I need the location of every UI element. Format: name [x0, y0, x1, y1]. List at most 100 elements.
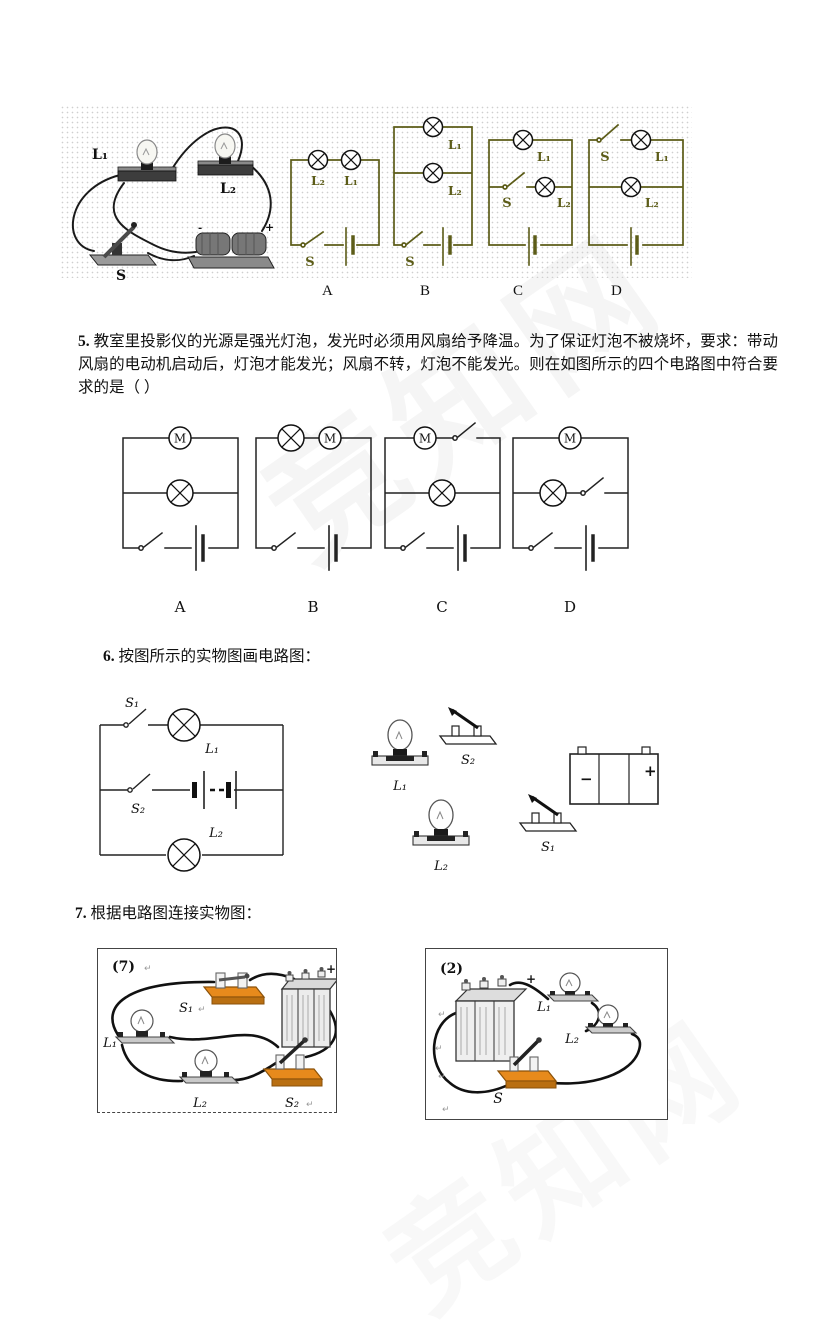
photo-knife-switch [88, 222, 158, 266]
bulb-l1 [546, 972, 600, 1002]
photo-battery [187, 232, 275, 269]
label-l2: L₂ [564, 1032, 579, 1047]
return-mark: ↵ [144, 964, 152, 974]
part-label-s2: S₂ [461, 753, 475, 768]
top-figure: L₁ L₂ S - + [60, 105, 692, 305]
photo-circuit: L₁ L₂ S - + [71, 126, 275, 283]
q6-parts: L₁ S₂ L₂ S₁ − + [371, 707, 659, 874]
label-l1: L₁ [204, 742, 219, 757]
lamp-symbol [539, 479, 567, 507]
label-s1: S₁ [125, 696, 139, 711]
return-mark: ↵ [442, 1105, 450, 1115]
photo-wires [71, 126, 272, 262]
motor-symbol [413, 426, 437, 450]
switch-symbol [502, 171, 526, 190]
return-mark: ↵ [438, 1010, 446, 1020]
q5-letter-a: A [174, 598, 186, 616]
switch-symbol [596, 123, 620, 143]
switch-symbol [127, 773, 151, 793]
return-mark: ↵ [306, 1100, 314, 1110]
battery-symbol [442, 227, 452, 266]
bulb-l2 [178, 1049, 240, 1084]
part-label-s1: S₁ [541, 840, 555, 855]
part-battery-minus: − [580, 770, 593, 788]
motor-letter: M [174, 432, 186, 446]
top-option-letter-a: A [322, 283, 333, 299]
question-7-number: 7. [75, 905, 87, 922]
switch-symbol [452, 421, 477, 441]
q5-letter-d: D [564, 598, 576, 616]
lamp-symbol [422, 116, 444, 184]
label-switch: S [405, 255, 414, 270]
switch-s-open [496, 1037, 558, 1089]
battery-symbol [345, 227, 355, 266]
q7-right-drawing: (2) + L₁ L₂ S ↵ ↵ [432, 961, 642, 1115]
label-l1: L₁ [536, 1000, 551, 1015]
battery-symbol [585, 525, 595, 571]
switch-symbol [400, 531, 426, 551]
top-option-b-diagram: L₁ L₂ S [393, 116, 473, 270]
label-switch: S [502, 196, 511, 211]
label-lamp1: L₁ [655, 150, 669, 164]
motor-symbol [168, 426, 192, 450]
q5-diagram-b: M B [255, 424, 372, 616]
q5-diagram-c: M C [384, 421, 501, 616]
label-switch: S [600, 150, 609, 165]
switch-symbol [138, 531, 164, 551]
switch-symbol [580, 476, 605, 496]
question-5-number: 5. [78, 333, 90, 350]
lamp-symbol [428, 479, 456, 507]
label-l2: L₂ [192, 1096, 207, 1111]
lamp-symbol [167, 838, 201, 872]
q7-left-drawing: (7) ↵ S₁ ↵ + L₁ [102, 959, 340, 1111]
label-lamp1: L₁ [537, 150, 551, 164]
switch-symbol [123, 708, 147, 728]
top-option-letter-c: C [513, 283, 524, 299]
question-7-body: 根据电路图连接实物图： [90, 905, 262, 922]
battery-symbol [630, 227, 639, 266]
top-option-d-diagram: S L₁ L₂ [588, 123, 684, 266]
lamp-symbol [512, 129, 556, 198]
battery-symbol [192, 771, 237, 809]
battery-symbol [528, 227, 537, 266]
label-lamp2: L₂ [557, 196, 571, 210]
label-s2: S₂ [131, 802, 145, 817]
panel-left-tag: (7) [112, 959, 135, 975]
photo-lamp-l2 [197, 133, 254, 176]
worksheet-page: { "watermark": { "text": "竞知网" }, "figur… [60, 105, 778, 1120]
return-mark: ↵ [438, 1072, 446, 1082]
battery-pack [454, 975, 528, 1062]
photo-label-s: S [116, 268, 126, 283]
part-switch-s2 [438, 707, 498, 745]
question-6-body: 按图所示的实物图画电路图： [118, 648, 321, 665]
label-lamp2: L₁ [344, 174, 358, 188]
photo-label-l2: L₂ [220, 181, 236, 197]
lamp-symbol [307, 149, 362, 171]
label-lamp1: L₂ [311, 174, 325, 188]
motor-symbol [318, 426, 342, 450]
question-5-text: 5. 教室里投影仪的光源是强光灯泡，发光时必须用风扇给予降温。为了保证灯泡不被烧… [78, 330, 778, 399]
part-bulb-l2 [412, 799, 470, 846]
lamp-symbol [166, 479, 194, 507]
label-lamp2: L₂ [645, 196, 659, 210]
motor-letter: M [324, 432, 336, 446]
label-lamp2: L₂ [448, 184, 462, 198]
question-5-body: 教室里投影仪的光源是强光灯泡，发光时必须用风扇给予降温。为了保证灯泡不被烧坏，要… [78, 333, 778, 396]
switch-symbol [271, 531, 297, 551]
part-bulb-l1 [371, 719, 429, 766]
motor-letter: M [419, 432, 431, 446]
battery-pack [280, 967, 340, 1048]
question-7-text: 7. 根据电路图连接实物图： [75, 902, 261, 925]
part-battery-box [569, 746, 659, 805]
top-option-a-diagram: L₂ L₁ S [290, 149, 380, 270]
battery-symbol [328, 525, 338, 571]
return-mark: ↵ [435, 1044, 443, 1054]
photo-label-l1: L₁ [92, 147, 108, 163]
q5-letter-c: C [436, 598, 447, 616]
return-mark: ↵ [198, 1005, 206, 1015]
photo-battery-minus: - [198, 223, 202, 234]
switch-symbol [401, 230, 424, 248]
battery-plus: + [326, 962, 336, 976]
question-6-number: 6. [103, 648, 115, 665]
battery-plus: + [526, 972, 536, 986]
